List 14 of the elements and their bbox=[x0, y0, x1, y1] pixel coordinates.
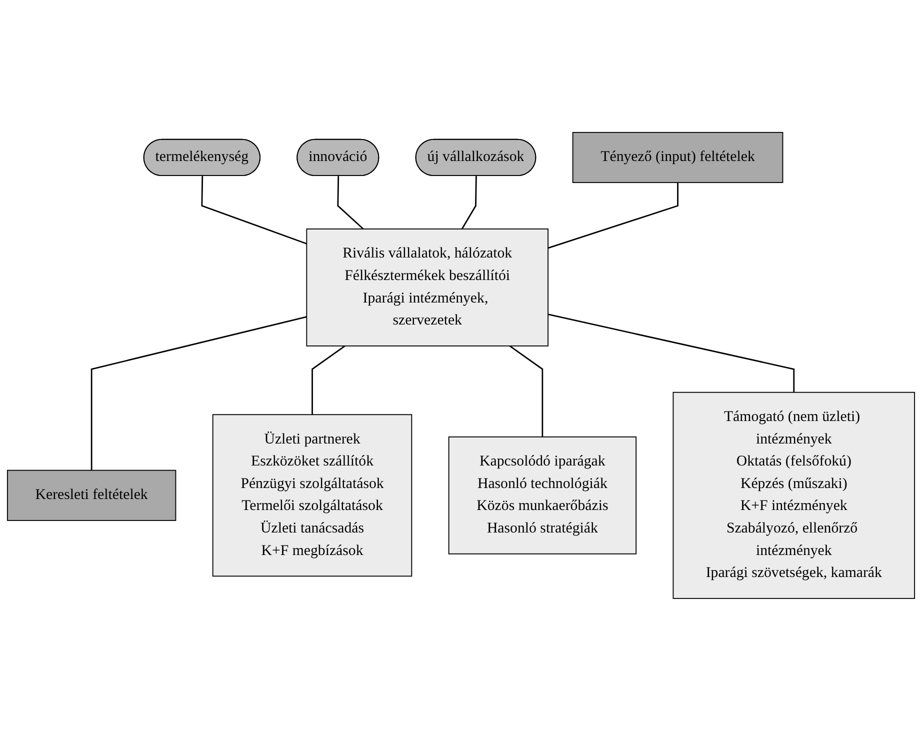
connector bbox=[201, 176, 307, 244]
node-box: Támogató (nem üzleti) intézmények Oktatás (felsőfokú) Képzés (műszaki) K+F intézmények Szabályozó, ellenőrző intézmények Iparági szövetségek, kamarák bbox=[672, 392, 916, 599]
node-box: Keresleti feltételek bbox=[6, 470, 176, 521]
node-box: Kapcsolódó iparágak Hasonló technológiák Közös munkaerőbázis Hasonló stratégiák bbox=[448, 436, 637, 554]
node-box: Tényező (input) feltételek bbox=[572, 132, 784, 184]
connector bbox=[337, 176, 364, 230]
connector bbox=[548, 314, 795, 392]
connector bbox=[548, 182, 678, 249]
connector bbox=[90, 316, 307, 470]
node-box: Üzleti partnerek Eszközöket szállítók Pénzügyi szolgáltatások Termelői szolgáltatások Üzleti tanácsadás K+F megbízások bbox=[212, 414, 412, 577]
node-box: Rivális vállalatok, hálózatok Félkésztermékek beszállítói Iparági intézmények, szervezetek bbox=[306, 228, 548, 346]
connector bbox=[461, 176, 477, 230]
connector bbox=[312, 345, 346, 415]
connector bbox=[509, 345, 544, 437]
